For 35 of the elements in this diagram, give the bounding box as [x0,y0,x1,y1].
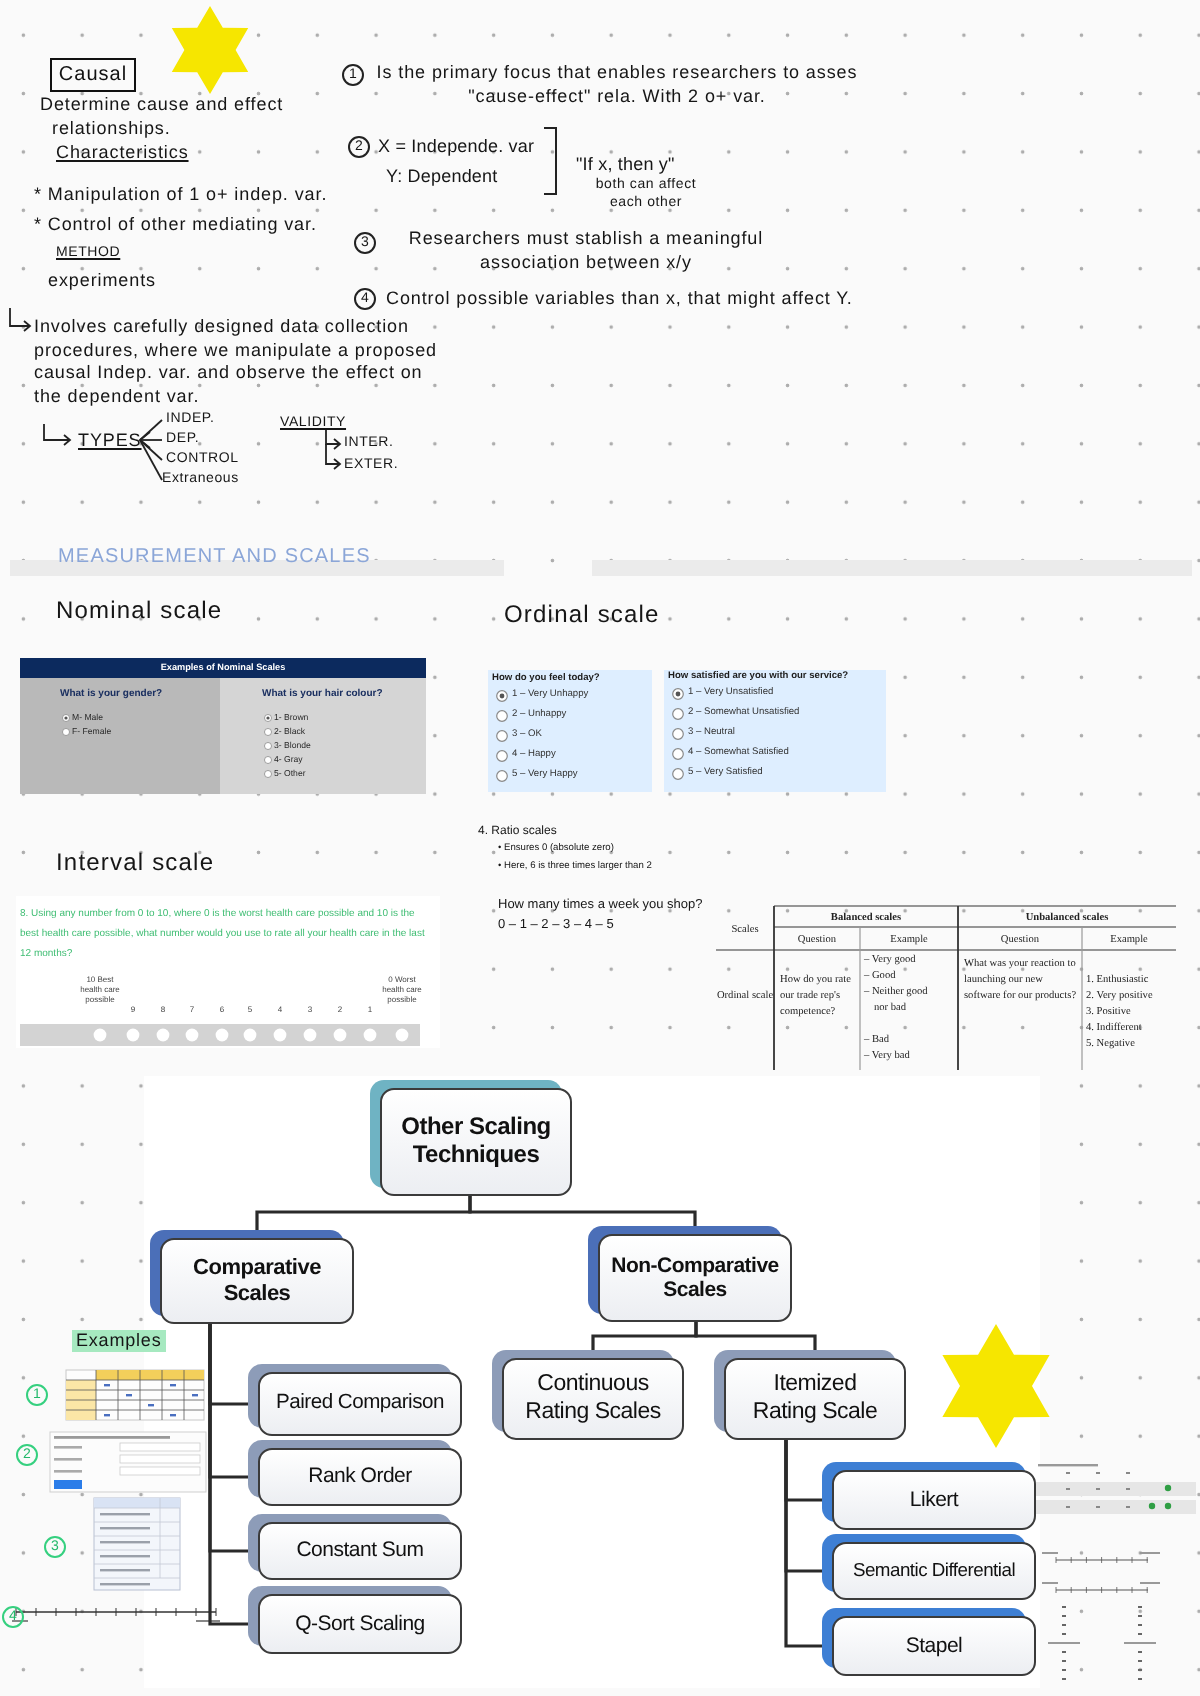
handwritten-heading: Nominal scale [56,596,223,624]
handwritten-heading: TYPES [78,428,142,452]
handwritten-text: * Control of other mediating var. [34,212,317,236]
handwritten-text: Involves carefully designed data collection procedures, where we manipulate a proposed causal Indep. var. and observe the effect on the dependent var. [34,316,440,408]
process-box: Non-Comparative Scales [588,1226,792,1322]
process-box: Itemized Rating Scale [714,1350,906,1440]
connector-line [694,1322,817,1350]
section-heading: MEASUREMENT AND SCALES [58,546,371,570]
process-box: Paired Comparison [248,1364,462,1436]
process-box: Semantic Differential [822,1534,1036,1600]
connector-line [208,1324,248,1626]
handwritten-text: Determine cause and effect relationships. [40,92,286,140]
handwritten-text: * Manipulation of 1 o+ indep. var. [34,182,328,206]
process-box: Constant Sum [248,1514,462,1580]
handwritten-text: experiments [48,268,156,292]
boxed-heading: Causal [50,58,136,92]
connector-line [784,1440,822,1648]
handwritten-text: X = Independe. var [378,134,535,158]
handwritten-text: Is the primary focus that enables researchers to asses "cause-effect" rela. With 2 o+ var. [374,60,860,108]
handwritten-heading: Interval scale [56,848,215,876]
handwritten-heading: Ordinal scale [504,600,660,628]
highlighted-heading: Examples [72,1330,166,1352]
process-box: Continuous Rating Scales [492,1350,684,1440]
process-box: Other Scaling Techniques [370,1080,572,1196]
process-box: Comparative Scales [150,1230,354,1324]
process-box: Rank Order [248,1440,462,1506]
connector-line [468,1196,697,1226]
process-box: Stapel [822,1608,1036,1676]
handwritten-text: Researchers must stablish a meaningful association between x/y [406,226,766,274]
process-box: Likert [822,1462,1036,1530]
handwritten-text: "If x, then y" [576,152,675,176]
handwritten-text: Y: Dependent [386,164,498,188]
handwritten-text: Control possible variables than x, that might affect Y. [386,286,853,310]
handwritten-heading: Characteristics [56,140,189,164]
process-box: Q-Sort Scaling [248,1586,462,1654]
